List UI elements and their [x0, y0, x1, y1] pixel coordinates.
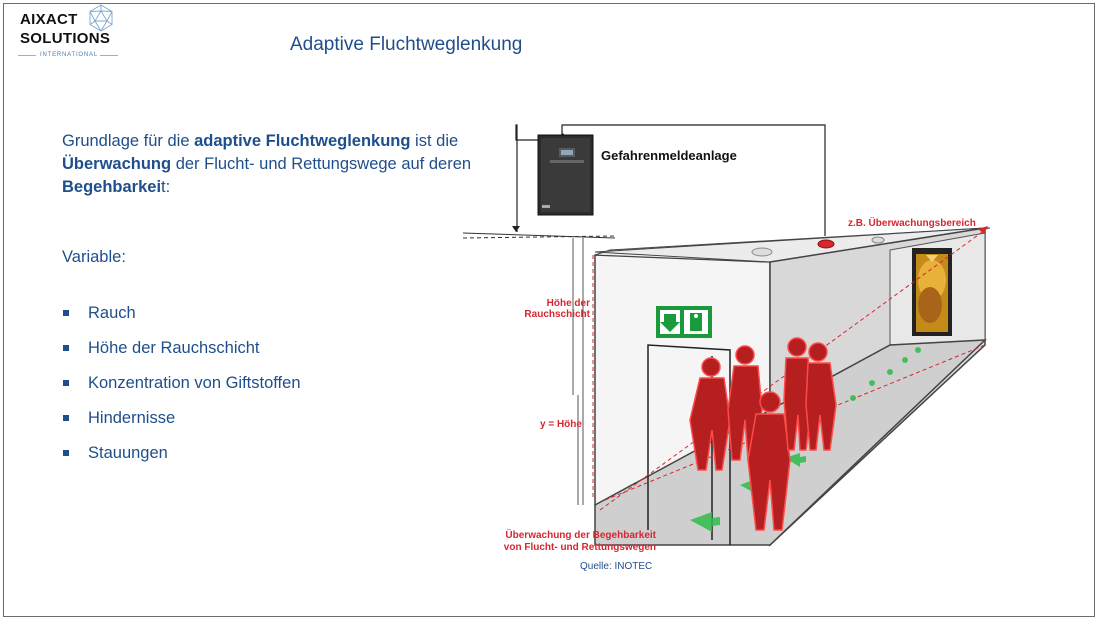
- bullet-square-icon: [63, 310, 69, 316]
- intro-part4: t:: [161, 178, 171, 196]
- page-title: Adaptive Fluchtweglenkung: [290, 34, 523, 55]
- company-logo: AIXACT SOLUTIONS INTERNATIONAL: [14, 4, 124, 63]
- variable-heading: Variable:: [62, 248, 126, 266]
- cable-arrow-icon: [512, 226, 520, 232]
- person-silhouette: [805, 342, 837, 451]
- bullet-square-icon: [63, 415, 69, 421]
- person-silhouette: [689, 357, 731, 471]
- list-item-label: Rauch: [88, 304, 136, 322]
- list-item-label: Hindernisse: [88, 409, 176, 427]
- bullet-square-icon: [63, 380, 69, 386]
- height-markers: [572, 238, 584, 505]
- person-silhouette: [747, 391, 791, 531]
- logo-rule-left: [18, 55, 36, 56]
- intro-bold2: Überwachung: [62, 155, 172, 173]
- logo-icosahedron-icon: [89, 4, 113, 32]
- logo-line1: AIXACT: [20, 11, 78, 28]
- walkability-label-line2: von Flucht- und Rettungswegen: [503, 542, 656, 553]
- exit-sign-icon: [656, 306, 712, 338]
- intro-part2: ist die: [410, 132, 459, 150]
- bullet-square-icon: [63, 345, 69, 351]
- intro-part3: der Flucht- und Rettungswege auf deren: [171, 155, 472, 173]
- smoke-height-label-line2: Rauchschicht: [524, 309, 590, 320]
- slide-frame: [3, 3, 1095, 617]
- smoke-detector-icon: [751, 236, 885, 257]
- ceiling-lines: [462, 232, 616, 239]
- walkability-label-line1: Überwachung der Begehbarkeit: [505, 530, 656, 541]
- list-item: Konzentration von Giftstoffen: [62, 374, 301, 409]
- logo-subtitle: INTERNATIONAL: [40, 52, 98, 58]
- people-silhouettes: [689, 337, 837, 531]
- intro-bold1: adaptive Fluchtweglenkung: [194, 132, 411, 150]
- list-item-label: Konzentration von Giftstoffen: [88, 374, 301, 392]
- intro-text: Grundlage für die adaptive Fluchtweglenk…: [62, 130, 482, 199]
- logo-line2: SOLUTIONS: [20, 30, 111, 47]
- bullet-square-icon: [63, 450, 69, 456]
- list-item-label: Höhe der Rauchschicht: [88, 339, 260, 357]
- smoke-height-label-line1: Höhe der: [546, 298, 590, 309]
- list-item: Hindernisse: [62, 409, 301, 444]
- logo-rule-right: [100, 55, 118, 56]
- source-credit: Quelle: INOTEC: [580, 561, 653, 572]
- intro-bold3: Begehbarkei: [62, 178, 162, 196]
- list-item: Stauungen: [62, 444, 301, 479]
- person-silhouette: [783, 337, 813, 451]
- height-label: y = Höhe: [540, 419, 582, 430]
- list-item: Höhe der Rauchschicht: [62, 339, 301, 374]
- variable-list: Rauch Höhe der Rauchschicht Konzentratio…: [62, 304, 301, 479]
- list-item-label: Stauungen: [88, 444, 168, 462]
- panel-label: Gefahrenmeldeanlage: [601, 148, 737, 163]
- list-item: Rauch: [62, 304, 301, 339]
- intro-part1: Grundlage für die: [62, 132, 195, 150]
- alarm-panel-icon: [537, 134, 594, 216]
- zone-label: z.B. Überwachungsbereich: [848, 218, 976, 229]
- arrow-down-icon: [660, 314, 680, 332]
